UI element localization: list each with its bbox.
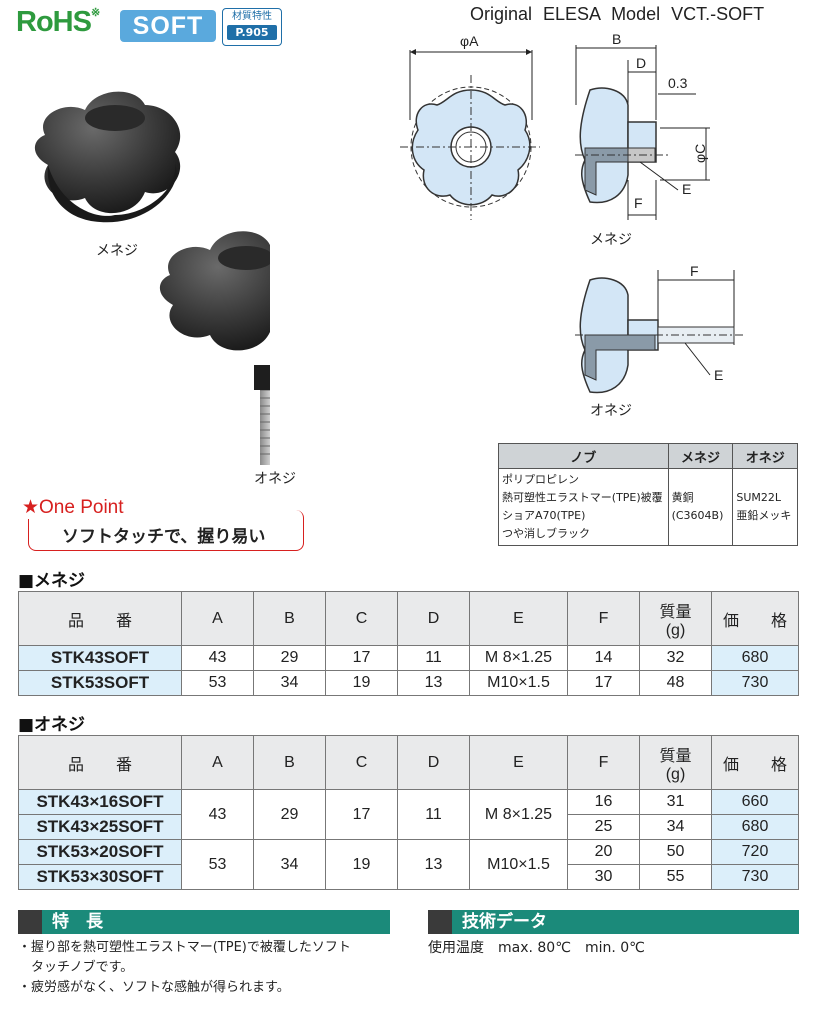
table-row: STK43×16SOFT 43 29 17 11 M 8×1.25 16 31 … xyxy=(18,789,799,840)
tech-data-header: 技術データ xyxy=(428,910,799,934)
material-badge[interactable]: 材質特性 P.905 xyxy=(222,8,282,46)
material-label: 材質特性 xyxy=(232,11,272,22)
label-phiC: φC xyxy=(692,144,708,163)
side-view-male: F E xyxy=(575,263,745,394)
table-row: STK53×30SOFT 30 55 730 xyxy=(18,864,799,890)
label-E-male: E xyxy=(714,367,723,383)
spec-header-knob: ノブ xyxy=(498,443,669,469)
one-point-text: ソフトタッチで、握り易い xyxy=(62,527,266,547)
female-photo-caption: メネジ xyxy=(96,243,138,259)
table-row: STK43SOFT 43 29 17 11 M 8×1.25 14 32 680 xyxy=(18,645,799,671)
spec-knob-cell: ポリプロピレン 熱可塑性エラストマー(TPE)被覆 ショアA70(TPE) つや… xyxy=(498,468,669,546)
material-spec-table: ノブ メネジ オネジ ポリプロピレン 熱可塑性エラストマー(TPE)被覆 ショア… xyxy=(498,443,798,546)
th-F: F xyxy=(567,591,640,646)
female-knob-photo xyxy=(34,91,181,223)
female-diagram-caption: メネジ xyxy=(590,231,632,247)
front-view: φA xyxy=(400,33,540,220)
female-table: 品 番 A B C D E F 質量(g) 価 格 STK43SOFT 43 2… xyxy=(18,591,799,696)
material-page: P.905 xyxy=(227,25,277,40)
male-diagram-caption: オネジ xyxy=(590,402,632,418)
male-photo-caption: オネジ xyxy=(254,471,296,487)
side-view-female: B D 0.3 φC E F xyxy=(575,31,710,220)
product-photos xyxy=(34,91,270,465)
soft-badge: SOFT xyxy=(120,10,216,42)
th-part-number: 品 番 xyxy=(18,591,182,646)
features-list: ・握り部を熱可塑性エラストマー(TPE)で被覆したソフト タッチノブです。 ・疲… xyxy=(18,938,398,998)
female-table-title: ■メネジ xyxy=(18,571,86,591)
male-table-title: ■オネジ xyxy=(18,715,86,735)
th-B: B xyxy=(253,591,326,646)
rohs-logo: RoHS※ xyxy=(16,6,100,38)
technical-drawing: φA B D 0.3 φC E F メネジ xyxy=(400,31,745,418)
label-D: D xyxy=(636,55,646,71)
feature-item: タッチノブです。 xyxy=(18,960,134,975)
label-0.3: 0.3 xyxy=(668,75,688,91)
th-C: C xyxy=(325,591,398,646)
one-point-title: ★One Point xyxy=(22,496,130,519)
th-D: D xyxy=(397,591,470,646)
spec-header-male: オネジ xyxy=(732,443,798,469)
spec-male-cell: SUM22L 亜鉛メッキ xyxy=(732,468,798,546)
label-F-female: F xyxy=(634,195,643,211)
table-row: STK53×20SOFT 53 34 19 13 M10×1.5 20 50 7… xyxy=(18,839,799,890)
table-row: STK43×25SOFT 25 34 680 xyxy=(18,814,799,840)
feature-item: ・疲労感がなく、ソフトな感触が得られます。 xyxy=(18,980,290,995)
th-E: E xyxy=(469,591,568,646)
male-table: 品 番 A B C D E F 質量(g) 価 格 STK43×16SOFT 4… xyxy=(18,735,799,890)
th-A: A xyxy=(181,591,254,646)
one-point-box xyxy=(28,510,304,551)
table-row: STK53SOFT 53 34 19 13 M10×1.5 17 48 730 xyxy=(18,670,799,696)
label-F-male: F xyxy=(690,263,699,279)
features-header: 特 長 xyxy=(18,910,390,934)
male-knob-photo xyxy=(159,231,270,465)
tech-data-text: 使用温度 max. 80℃ min. 0℃ xyxy=(428,940,645,956)
th-price: 価 格 xyxy=(711,591,799,646)
original-model: Original ELESA Model VCT.-SOFT xyxy=(470,4,765,24)
th-mass: 質量(g) xyxy=(639,591,712,646)
label-E-female: E xyxy=(682,181,691,197)
spec-female-cell: 黄銅 (C3604B) xyxy=(667,468,734,546)
feature-item: ・握り部を熱可塑性エラストマー(TPE)で被覆したソフト xyxy=(18,940,351,955)
label-phiA: φA xyxy=(460,33,479,49)
label-B: B xyxy=(612,31,621,47)
spec-header-female: メネジ xyxy=(667,443,734,469)
